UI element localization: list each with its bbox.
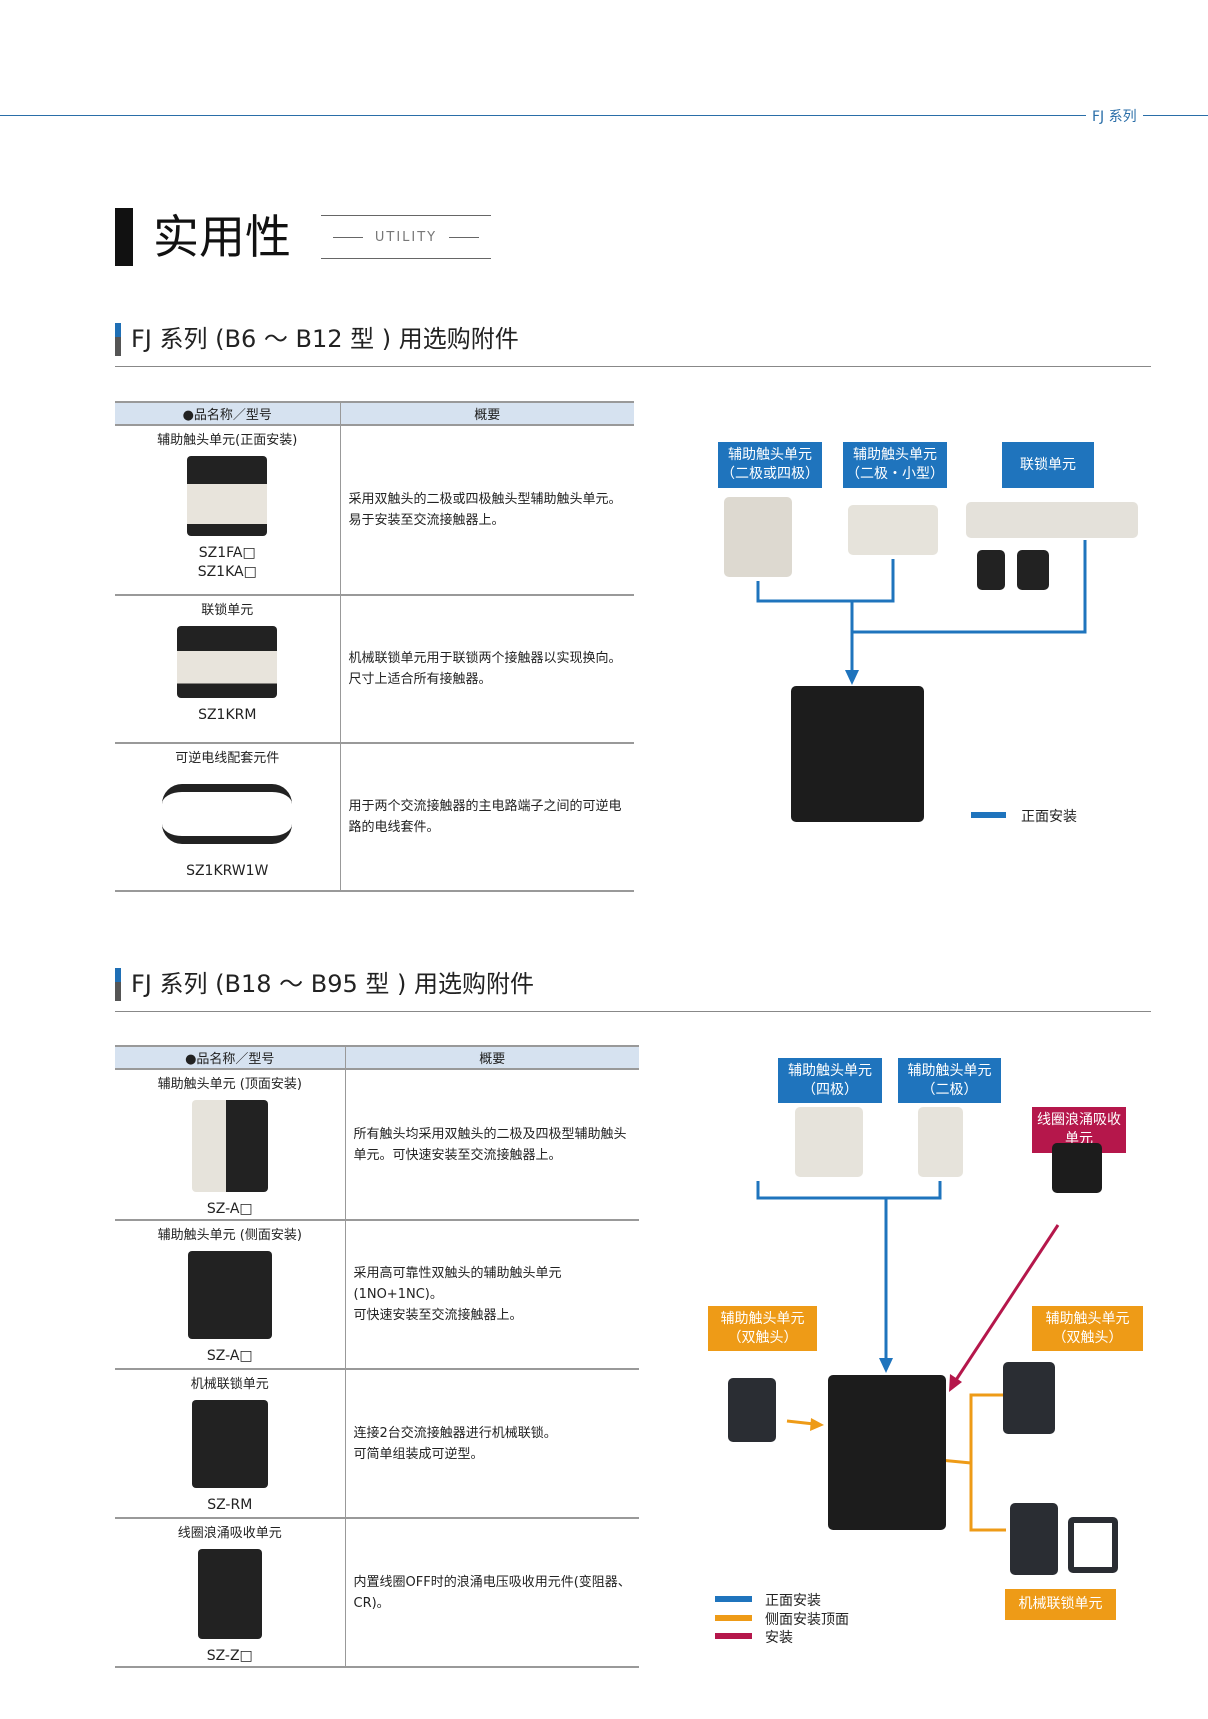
section2-heading: FJ 系列 (B18 ～ B95 型 ) 用选购附件	[115, 968, 534, 1001]
model-number: SZ1KRM	[198, 707, 257, 723]
col-header-summary: 概要	[339, 401, 634, 426]
interlock-photo	[1010, 1503, 1058, 1575]
aux-contact-2pole-photo	[848, 505, 938, 555]
title-subtitle-box: UTILITY	[321, 215, 491, 259]
model-number: SZ1FA□	[198, 545, 256, 561]
title-bar	[115, 208, 133, 266]
arrow-head-icon	[879, 1358, 893, 1373]
product-photo	[191, 1400, 268, 1488]
description: 连接2台交流接触器进行机械联锁。	[353, 1425, 557, 1441]
product-name: 辅助触头单元(正面安装)	[157, 433, 298, 448]
description: 易于安装至交流接触器上。	[348, 513, 505, 528]
product-photo	[177, 626, 278, 698]
model-number: SZ-Z□	[206, 1648, 253, 1664]
interlock-photo	[1068, 1517, 1118, 1573]
section1-heading: FJ 系列 (B6 ～ B12 型 ) 用选购附件	[115, 323, 519, 356]
aux-contact-2pole-photo	[918, 1107, 963, 1177]
description: 用于两个交流接触器的主电路端子之间的可逆电路的电线套件。	[348, 799, 622, 835]
model-number: SZ-A□	[206, 1201, 253, 1217]
model-number: SZ1KRW1W	[186, 863, 269, 879]
side-aux-contact-photo	[1003, 1362, 1055, 1434]
product-name: 辅助触头单元 (顶面安装)	[157, 1077, 302, 1092]
table-row: 机械联锁单元 SZ-RM 连接2台交流接触器进行机械联锁。可简单组装成可逆型。	[115, 1369, 639, 1519]
label-aux-contact-front: 辅助触头单元（二极或四极）	[718, 442, 822, 488]
legend-front-mount: 正面安装	[1021, 809, 1077, 825]
contactor-photo	[791, 686, 924, 822]
product-photo	[187, 456, 268, 536]
product-name: 辅助触头单元 (侧面安装)	[157, 1228, 302, 1243]
section1-table: ●品名称／型号概要 辅助触头单元(正面安装) SZ1FA□ SZ1KA□ 采用双…	[115, 401, 634, 892]
aux-contact-4pole-photo	[795, 1107, 863, 1177]
table-row: 可逆电线配套元件 SZ1KRW1W 用于两个交流接触器的主电路端子之间的可逆电路…	[115, 743, 634, 892]
col-header-name: ●品名称／型号	[115, 1045, 345, 1070]
model-number: SZ-RM	[207, 1497, 253, 1513]
arrow-head-icon	[845, 670, 859, 685]
legend-front-mount: 正面安装	[765, 1593, 821, 1609]
col-header-name: ●品名称／型号	[115, 401, 340, 426]
table-row: 线圈浪涌吸收单元 SZ-Z□ 内置线圈OFF时的浪涌电压吸收用元件(变阻器、CR…	[115, 1518, 639, 1668]
side-aux-contact-photo	[728, 1378, 776, 1442]
page-title: 实用性	[153, 210, 291, 264]
legend-top-mount: 安装	[765, 1630, 793, 1646]
description: 所有触头均采用双触头的二极及四极型辅助触头单元。可快速安装至交流接触器上。	[353, 1126, 627, 1163]
label-aux-contact-2pole: 辅助触头单元（二极）	[898, 1058, 1001, 1103]
description: 可快速安装至交流接触器上。	[353, 1308, 523, 1323]
description: 内置线圈OFF时的浪涌电压吸收用元件(变阻器、CR)。	[353, 1574, 631, 1611]
model-number: SZ1KA□	[197, 564, 257, 580]
label-aux-contact-small: 辅助触头单元（二极・小型）	[843, 442, 947, 488]
label-aux-contact-side-right: 辅助触头单元（双触头）	[1032, 1306, 1143, 1351]
aux-contact-4pole-photo	[724, 497, 792, 577]
product-photo	[197, 1549, 262, 1639]
arrow-head-icon	[810, 1418, 824, 1431]
table-row: 辅助触头单元 (顶面安装) SZ-A□ 所有触头均采用双触头的二极及四极型辅助触…	[115, 1069, 639, 1221]
wire-kit-photo	[162, 784, 293, 844]
interlock-clip-photo	[977, 550, 1005, 590]
label-aux-contact-side-left: 辅助触头单元（双触头）	[708, 1306, 817, 1351]
description: (1NO+1NC)。	[353, 1287, 443, 1302]
label-mechanical-interlock: 机械联锁单元	[1005, 1589, 1116, 1620]
product-name: 线圈浪涌吸收单元	[177, 1526, 282, 1541]
product-photo	[191, 1100, 268, 1192]
description: 可简单组装成可逆型。	[353, 1446, 484, 1462]
section2-table: ●品名称／型号概要 辅助触头单元 (顶面安装) SZ-A□ 所有触头均采用双触头…	[115, 1045, 639, 1668]
contactor-photo	[828, 1375, 946, 1530]
model-number: SZ-A□	[206, 1348, 253, 1364]
header-rule	[0, 115, 1208, 116]
product-name: 可逆电线配套元件	[175, 751, 280, 766]
description: 尺寸上适合所有接触器。	[348, 672, 492, 687]
series-label: FJ 系列	[1086, 106, 1143, 126]
table-row: 辅助触头单元(正面安装) SZ1FA□ SZ1KA□ 采用双触头的二极或四极触头…	[115, 425, 634, 596]
interlock-clip-photo	[1017, 550, 1049, 590]
col-header-summary: 概要	[344, 1045, 639, 1070]
description: 采用双触头的二极或四极触头型辅助触头单元。	[348, 492, 622, 507]
product-name: 机械联锁单元	[190, 1377, 269, 1392]
page-subtitle: UTILITY	[374, 229, 438, 245]
interlock-unit-photo	[966, 502, 1138, 538]
description: 采用高可靠性双触头的辅助触头单元	[353, 1266, 562, 1281]
table-row: 联锁单元 SZ1KRM 机械联锁单元用于联锁两个接触器以实现换向。尺寸上适合所有…	[115, 595, 634, 744]
product-photo	[187, 1251, 272, 1339]
section1-rule	[115, 366, 1151, 367]
label-interlock-unit: 联锁单元	[1002, 442, 1094, 488]
label-aux-contact-4pole: 辅助触头单元（四极）	[778, 1058, 882, 1103]
section2-rule	[115, 1011, 1151, 1012]
legend-side-mount: 侧面安装顶面	[765, 1612, 849, 1628]
arrow-head-icon	[949, 1374, 962, 1392]
table-row: 辅助触头单元 (侧面安装) SZ-A□ 采用高可靠性双触头的辅助触头单元 (1NO…	[115, 1220, 639, 1370]
surge-absorber-photo	[1052, 1143, 1102, 1193]
product-name: 联锁单元	[201, 603, 254, 618]
description: 机械联锁单元用于联锁两个接触器以实现换向。	[348, 651, 622, 666]
